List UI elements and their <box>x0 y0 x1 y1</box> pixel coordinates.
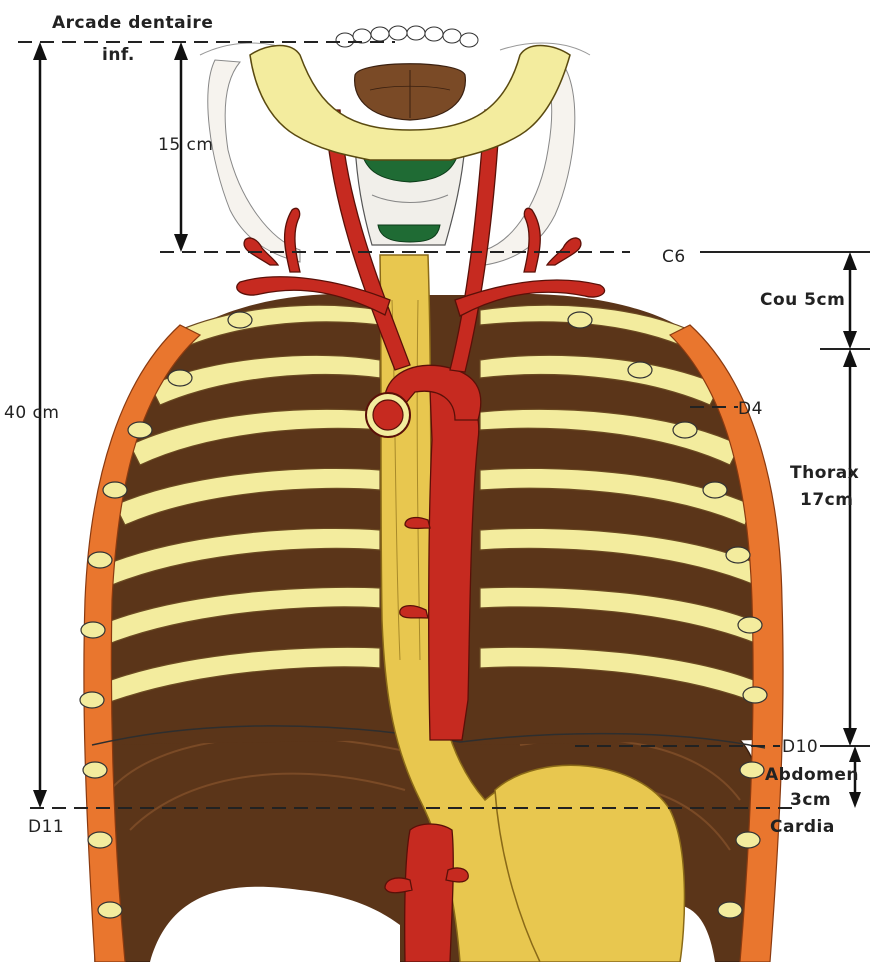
label-abdomen: Abdomen <box>765 765 859 785</box>
label-d10: D10 <box>782 737 818 757</box>
label-thorax-17cm: 17cm <box>800 490 853 510</box>
mandible <box>250 26 570 160</box>
label-d4: D4 <box>738 399 763 419</box>
label-cou: Cou 5cm <box>760 290 845 310</box>
label-cardia: Cardia <box>770 817 835 837</box>
label-15cm: 15 cm <box>158 135 213 155</box>
label-d11: D11 <box>28 817 64 837</box>
label-thorax: Thorax <box>790 463 859 483</box>
label-arcade-inf: inf. <box>102 45 135 65</box>
aortic-ring <box>366 393 410 437</box>
label-arcade-dentaire: Arcade dentaire <box>52 13 213 33</box>
label-abdomen-3cm: 3cm <box>790 790 831 810</box>
label-c6: C6 <box>662 247 686 267</box>
label-40cm: 40 cm <box>4 403 59 423</box>
